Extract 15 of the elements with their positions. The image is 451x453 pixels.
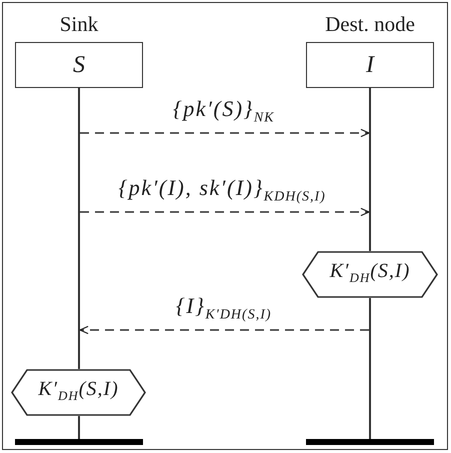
participant-label: S: [73, 52, 85, 78]
participant-name: Dest. node: [325, 12, 415, 36]
message-arrow: [80, 208, 370, 216]
lifeline: [369, 298, 371, 439]
key-label: K′$_{DH}$(S,I): [38, 377, 119, 405]
lifeline-end-bar: [306, 439, 434, 445]
message-arrow: [80, 128, 370, 138]
lifeline: [78, 88, 80, 369]
lifeline: [78, 416, 80, 439]
lifeline-end-bar: [15, 439, 143, 445]
message-arrow: [79, 326, 369, 334]
participant-name: Sink: [60, 12, 98, 36]
key-label: K′$_{DH}$(S,I): [330, 259, 410, 287]
lifeline: [369, 88, 371, 251]
participant-label: I: [366, 52, 374, 78]
